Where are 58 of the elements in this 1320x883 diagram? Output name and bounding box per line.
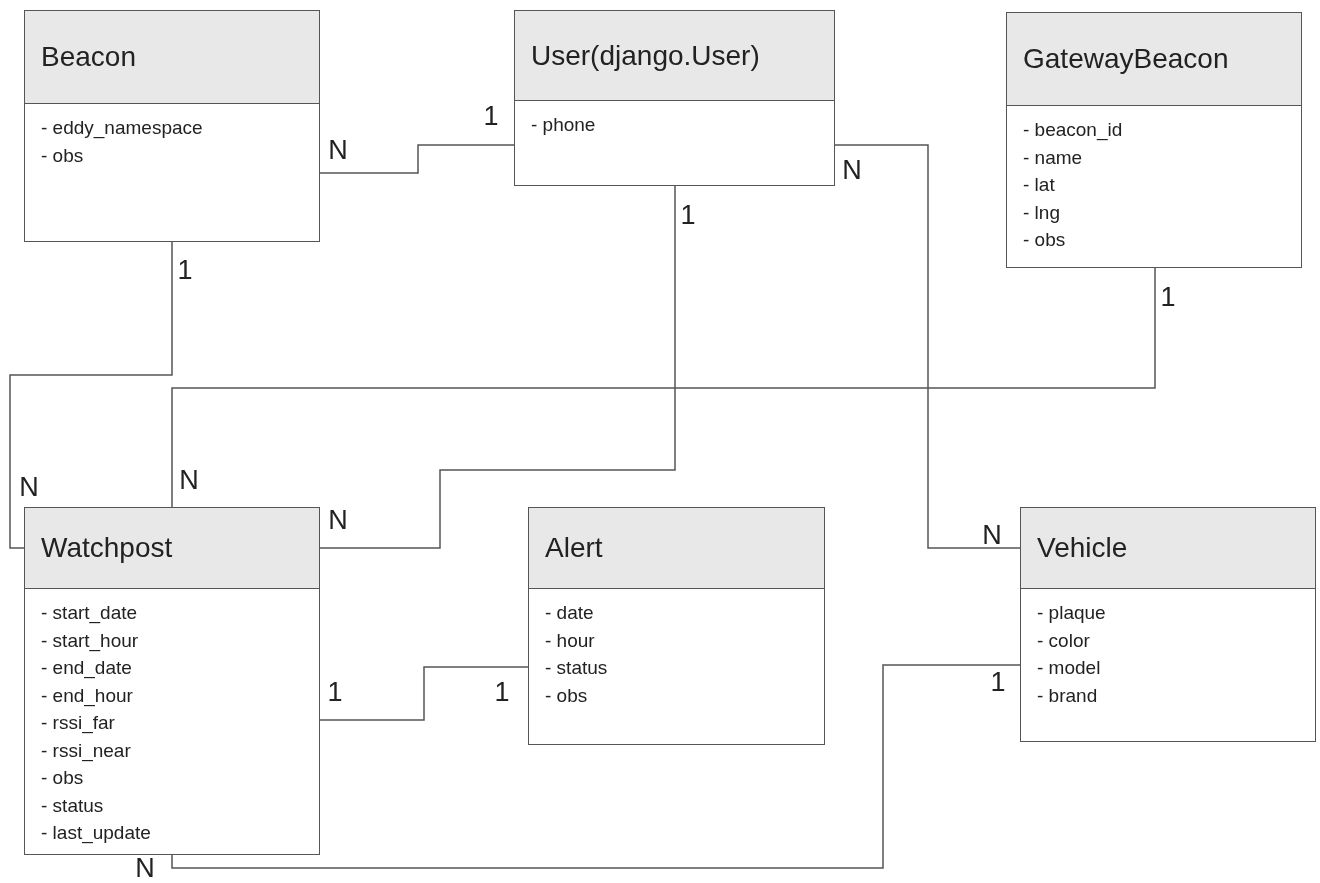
multiplicity-label: 1 — [1160, 283, 1176, 311]
class-box — [1006, 12, 1302, 268]
attribute-text: - rssi_far — [41, 711, 116, 736]
multiplicity-label: 1 — [483, 102, 499, 130]
attribute-text: - end_hour — [41, 683, 134, 709]
attribute-text: - status — [41, 793, 105, 818]
class-name: User(django.User) — [531, 39, 760, 72]
attribute-text: - hour — [545, 628, 596, 653]
attribute-text: - rssi_near — [41, 738, 132, 764]
attribute-text: - phone — [531, 113, 597, 137]
attribute-text: - start_date — [41, 601, 139, 626]
multiplicity-label: 1 — [680, 201, 696, 229]
multiplicity-label: 1 — [990, 668, 1006, 696]
attribute-text: - end_date — [41, 656, 133, 681]
class-box — [528, 507, 825, 745]
association-line — [171, 664, 1021, 869]
association-line — [319, 185, 676, 549]
class-name: Vehicle — [1037, 532, 1128, 564]
multiplicity-label: N — [982, 521, 1002, 549]
class-name: GatewayBeacon — [1023, 43, 1229, 75]
attribute-text: - obs — [41, 143, 85, 168]
attribute-text: - start_hour — [41, 628, 140, 654]
association-line — [319, 144, 515, 174]
attribute-text: - status — [545, 656, 609, 680]
multiplicity-label: N — [328, 136, 348, 164]
attribute-text: - date — [545, 601, 595, 625]
association-line — [319, 666, 529, 721]
association-line — [9, 241, 173, 549]
attribute-text: - plaque — [1037, 601, 1107, 625]
attribute-text: - brand — [1037, 683, 1099, 708]
association-line — [171, 267, 1156, 508]
class-box — [24, 10, 320, 242]
multiplicity-label: 1 — [494, 678, 510, 706]
attribute-text: - eddy_namespace — [41, 116, 204, 141]
attribute-text: - obs — [545, 683, 589, 708]
class-box — [1020, 507, 1316, 742]
attribute-text: - color — [1037, 628, 1091, 653]
multiplicity-label: 1 — [177, 256, 193, 284]
class-name: Beacon — [41, 41, 136, 73]
attribute-text: - last_update — [41, 821, 152, 846]
attribute-text: - lat — [1023, 173, 1056, 197]
attribute-text: - obs — [41, 766, 85, 790]
attribute-text: - model — [1037, 656, 1102, 680]
multiplicity-label: N — [842, 156, 862, 184]
multiplicity-label: N — [19, 473, 39, 501]
association-line — [834, 144, 1021, 549]
class-box — [514, 10, 835, 186]
attribute-text: - obs — [1023, 228, 1067, 252]
class-name: Alert — [545, 532, 603, 564]
attribute-text: - lng — [1023, 200, 1061, 225]
multiplicity-label: 1 — [327, 678, 343, 706]
class-name: Watchpost — [41, 532, 173, 564]
multiplicity-label: N — [135, 854, 155, 882]
attribute-text: - beacon_id — [1023, 118, 1124, 143]
multiplicity-label: N — [328, 506, 348, 534]
attribute-text: - name — [1023, 145, 1084, 170]
multiplicity-label: N — [179, 466, 199, 494]
class-box — [24, 507, 320, 855]
